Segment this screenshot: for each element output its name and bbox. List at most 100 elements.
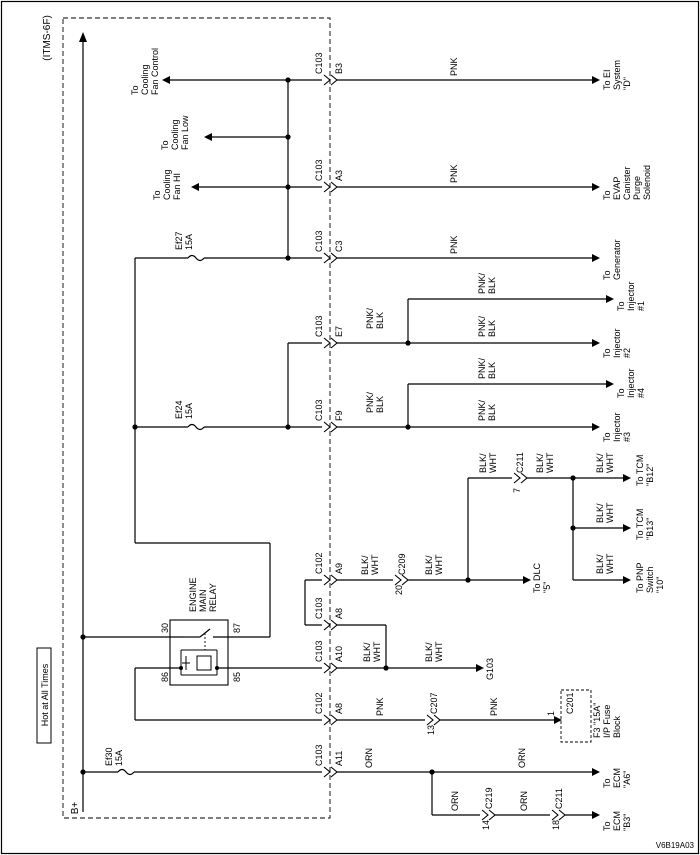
connector-symbol: [323, 714, 338, 726]
wire-color-label: BLK/: [595, 503, 605, 523]
wire-color-label: BLK/: [424, 555, 434, 575]
connector-pin: A9: [334, 563, 344, 574]
engine-main-relay: [169, 619, 229, 686]
arrowhead: [204, 133, 212, 141]
arrowhead: [592, 423, 600, 431]
destination-label: Injector: [626, 368, 636, 398]
wire-color-label: WHT: [605, 553, 615, 574]
destination-label: "B13": [645, 518, 655, 540]
wire-color-label: WHT: [488, 452, 498, 473]
connector-pin: 20: [394, 585, 404, 595]
connector-symbol: [323, 662, 338, 674]
relay-pin: 85: [232, 672, 242, 682]
destination-label: To: [130, 85, 140, 95]
wire-color-label: PNK: [449, 57, 459, 76]
splice-dot: [80, 769, 86, 775]
wire-color-label: BLK/: [535, 453, 545, 473]
bplus-label: B+: [70, 802, 81, 815]
connector-symbol: [323, 619, 338, 631]
connector-pin: F9: [334, 410, 344, 421]
connector-label: C209: [397, 553, 407, 575]
wire-color-label: ORN: [517, 748, 527, 768]
destination-label: To: [602, 778, 612, 788]
destination-label: Fan Control: [150, 48, 160, 95]
fuse-ef24-name: Ef24: [174, 400, 184, 419]
relay-diode: [182, 656, 190, 670]
wire-color-label: BLK: [487, 362, 497, 379]
fuse-ef24-rating: 15A: [184, 403, 194, 419]
destination-label: "B12": [645, 464, 655, 486]
connector-symbol: [551, 809, 566, 821]
wire-color-label: ORN: [364, 748, 374, 768]
destination-label: Purge: [632, 176, 642, 200]
fuse-ef30: [117, 768, 135, 776]
connector-pin: C3: [334, 240, 344, 252]
arrowhead: [606, 295, 614, 303]
connector-pin: A8: [334, 608, 344, 619]
arrowhead: [476, 664, 484, 672]
connector-symbol: [426, 714, 441, 726]
relay-name: RELAY: [208, 583, 218, 612]
destination-label: "B3": [622, 814, 632, 831]
wire-color-label: BLK: [487, 404, 497, 421]
connector-label: C103: [314, 640, 324, 662]
arrowhead: [191, 183, 199, 191]
wire-color-label: WHT: [605, 452, 615, 473]
wire-color-label: BLK: [487, 320, 497, 337]
destination-label: To: [602, 190, 612, 200]
connector-label: C207: [429, 692, 439, 714]
wire-color-label: BLK: [375, 396, 385, 413]
connector-label: C103: [314, 597, 324, 619]
relay-name: ENGINE: [188, 577, 198, 612]
destination-label: EVAP: [612, 177, 622, 200]
wire-color-label: PNK/: [477, 315, 487, 337]
relay-pin: 30: [160, 623, 170, 633]
wire-color-label: PNK/: [365, 391, 375, 413]
destination-label: Injector: [626, 281, 636, 311]
relay-pin: 87: [232, 623, 242, 633]
destination-label: To: [602, 432, 612, 442]
destination-label: "10": [655, 577, 665, 593]
connector-pin: A10: [334, 646, 344, 662]
connector-label: C211: [554, 788, 564, 809]
connector-label: C103: [314, 159, 324, 181]
wire-color-label: PNK: [449, 164, 459, 183]
destination-label: To: [602, 348, 612, 358]
arrowhead: [592, 183, 600, 191]
destination-label: "A6": [622, 771, 632, 788]
destination-label: #4: [636, 388, 646, 398]
connector-symbol: [323, 181, 338, 193]
connector-label: C103: [314, 52, 324, 74]
arrowhead: [592, 76, 600, 84]
connector-label: C102: [314, 552, 324, 574]
wire-color-label: BLK/: [360, 555, 370, 575]
wire-color-label: PNK/: [477, 357, 487, 379]
module-boundary: [62, 17, 331, 819]
destination-label: To PNP: [635, 562, 645, 593]
destination-label: To TCM: [635, 455, 645, 486]
destination-label: To DLC: [532, 562, 542, 593]
fuse-block-label: Block: [612, 715, 622, 738]
connector-symbol: [323, 337, 338, 349]
wire-color-label: BLK: [375, 312, 385, 329]
arrowhead: [592, 811, 600, 819]
connector-pin: 1: [546, 711, 556, 716]
destination-label: Switch: [645, 566, 655, 593]
wire-color-label: WHT: [434, 641, 444, 662]
splice-dot: [80, 634, 86, 640]
destination-label: To: [160, 140, 170, 150]
destination-label: #3: [622, 432, 632, 442]
destination-label: System: [612, 60, 622, 90]
destination-label: Cooling: [162, 169, 172, 200]
destination-label: "D": [622, 77, 632, 90]
connector-symbol: [394, 574, 409, 586]
ip-fuse-block: [560, 689, 592, 743]
wire-color-label: PNK/: [477, 399, 487, 421]
wire-color-label: ORN: [519, 791, 529, 811]
wire-color-label: WHT: [545, 452, 555, 473]
wire-color-label: BLK/: [478, 453, 488, 473]
connector-label: C103: [314, 399, 324, 421]
arrowhead: [592, 254, 600, 262]
hot-at-all-times-box: [36, 647, 52, 744]
connector-symbol: [513, 472, 528, 484]
